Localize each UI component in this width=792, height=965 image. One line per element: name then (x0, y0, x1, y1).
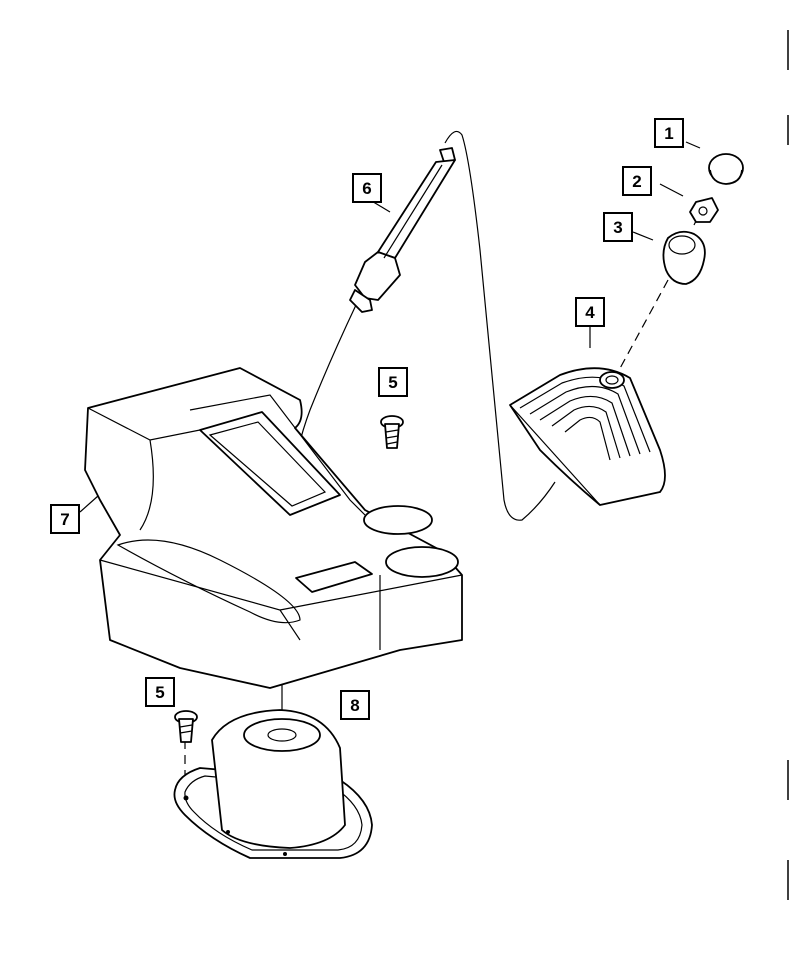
screw-lower (174, 710, 198, 743)
callout-7: 7 (50, 504, 80, 534)
callout-4: 4 (575, 297, 605, 327)
shift-lever (349, 147, 456, 313)
callout-5-upper: 5 (378, 367, 408, 397)
callout-5-lower: 5 (145, 677, 175, 707)
shift-knob (662, 230, 706, 285)
console (84, 367, 463, 689)
nut (689, 197, 719, 223)
shift-boot (509, 367, 666, 506)
callout-3: 3 (603, 212, 633, 242)
knob-cap (708, 153, 744, 185)
callout-8: 8 (340, 690, 370, 720)
callout-1: 1 (654, 118, 684, 148)
callout-2: 2 (622, 166, 652, 196)
screw-upper (380, 415, 404, 449)
lower-boot (173, 709, 373, 859)
leader-lines (79, 141, 701, 513)
callout-6: 6 (352, 173, 382, 203)
